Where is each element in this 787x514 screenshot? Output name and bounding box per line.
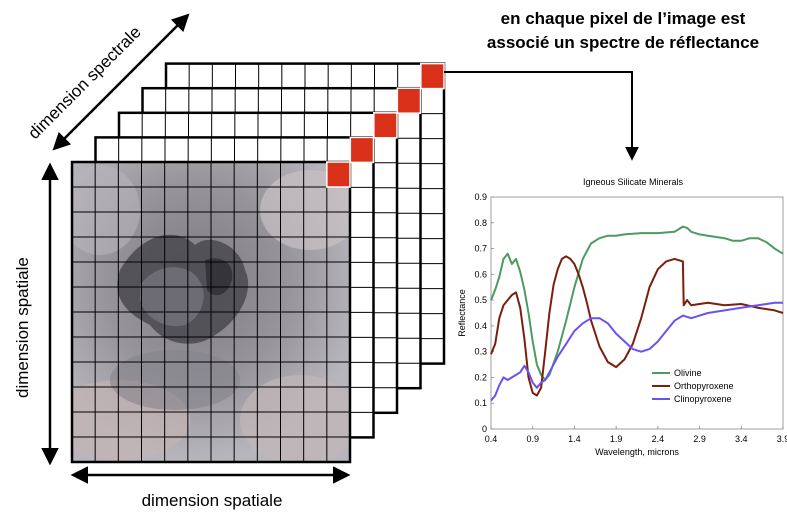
- highlighted-pixel: [396, 87, 422, 114]
- pixel-to-spectrum-connector: [444, 71, 639, 161]
- x-tick-label: 3.4: [735, 434, 748, 444]
- chart-title: Igneous Silicate Minerals: [583, 177, 684, 187]
- chart-legend: Olivine Orthopyroxene Clinopyroxene: [652, 368, 734, 404]
- front-pixel-grid: [70, 160, 352, 464]
- x-tick-label: 3.9: [777, 434, 787, 444]
- vertical-spatial-label: dimension spatiale: [13, 257, 32, 398]
- x-tick-label: 1.9: [610, 434, 623, 444]
- highlighted-pixel: [420, 62, 445, 90]
- legend-label-orthopyroxene: Orthopyroxene: [674, 381, 734, 391]
- legend-label-clinopyroxene: Clinopyroxene: [674, 394, 732, 404]
- y-tick-label: 0.1: [474, 398, 487, 408]
- highlighted-pixel: [373, 112, 398, 139]
- y-tick-label: 0.6: [474, 269, 487, 279]
- axis-ticks: 0.4 0.9 1.4 1.9 2.4 2.9 3.4 3.9 0 0.1 0.2 0.3 0.4 0.5…: [474, 192, 787, 444]
- highlighted-pixel: [349, 136, 375, 164]
- y-axis-label: Reflectance: [457, 289, 467, 337]
- caption-line-1: en chaque pixel de l’image est: [501, 9, 746, 28]
- highlighted-pixel-column: [326, 62, 445, 188]
- y-tick-label: 0: [482, 424, 487, 434]
- caption-line-2: associé un spectre de réflectance: [487, 33, 759, 52]
- y-tick-label: 0.7: [474, 244, 487, 254]
- legend-label-olivine: Olivine: [674, 368, 702, 378]
- y-tick-label: 0.3: [474, 347, 487, 357]
- x-tick-label: 1.4: [568, 434, 581, 444]
- series-line-olivine: [490, 225, 784, 381]
- reflectance-chart: Igneous Silicate Minerals 0.4 0.9 1.4 1.9 2.…: [457, 177, 787, 457]
- y-tick-label: 0.9: [474, 192, 487, 202]
- x-axis-label: Wavelength, microns: [595, 447, 679, 457]
- series-line-orthopyroxene: [490, 255, 784, 397]
- spatial-image: [72, 162, 350, 462]
- y-tick-label: 0.2: [474, 372, 487, 382]
- y-tick-label: 0.8: [474, 218, 487, 228]
- x-tick-label: 0.9: [526, 434, 539, 444]
- horizontal-spatial-label: dimension spatiale: [142, 491, 283, 510]
- series-lines: [490, 225, 784, 402]
- y-tick-label: 0.5: [474, 295, 487, 305]
- series-line-clinopyroxene: [490, 301, 783, 402]
- y-tick-label: 0.4: [474, 321, 487, 331]
- x-tick-label: 2.9: [693, 434, 706, 444]
- x-tick-label: 2.4: [652, 434, 665, 444]
- spectral-dimension-arrow: [52, 13, 190, 151]
- x-tick-label: 0.4: [485, 434, 498, 444]
- highlighted-pixel: [326, 161, 351, 188]
